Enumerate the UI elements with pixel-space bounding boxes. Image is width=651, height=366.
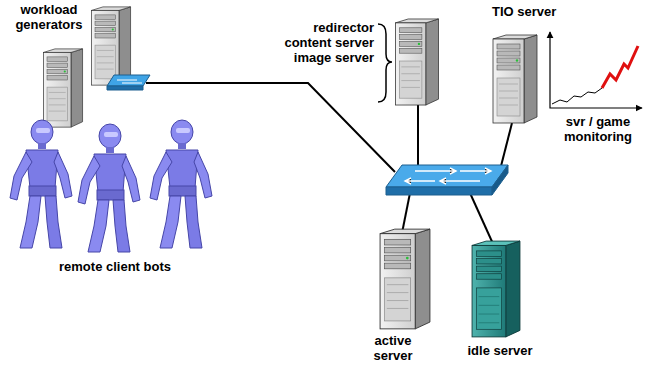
network-switch	[386, 165, 508, 195]
client-bot	[10, 120, 72, 248]
server-label: active server	[362, 333, 424, 363]
monitoring-chart	[550, 32, 642, 108]
server-tower	[91, 7, 130, 85]
server-label: redirector content server image server	[270, 20, 374, 65]
node-text: workload generators	[4, 2, 94, 32]
brace	[378, 24, 392, 102]
monitoring-chart	[602, 46, 638, 88]
server-tower	[472, 241, 520, 337]
server-label: TIO server	[492, 4, 556, 19]
server-label: workload generators	[4, 2, 94, 32]
network-switch	[107, 86, 143, 90]
node-text: redirector content server image server	[270, 20, 374, 65]
server-tower	[43, 49, 82, 127]
group-label: remote client bots	[59, 259, 171, 274]
network-switch	[492, 165, 508, 195]
server-tower	[395, 19, 438, 105]
network-wire	[402, 193, 410, 233]
node-text: TIO server	[492, 4, 556, 19]
network-wire	[500, 123, 512, 170]
chart-label: svr / game monitoring	[556, 114, 640, 144]
network-switch	[386, 187, 492, 195]
server-tower	[380, 229, 430, 329]
server-label: idle server	[467, 343, 532, 358]
network-wire	[470, 193, 494, 246]
node-text: active server	[362, 333, 424, 363]
monitoring-chart	[550, 32, 642, 108]
network-wire	[417, 104, 419, 170]
client-bot	[78, 124, 140, 252]
network-switch	[405, 168, 491, 184]
network-switch	[107, 75, 150, 90]
server-tower	[493, 35, 537, 123]
network-switch	[117, 80, 142, 83]
network-switch	[386, 165, 508, 187]
monitoring-chart	[552, 88, 602, 104]
node-text: idle server	[467, 343, 532, 358]
client-bot	[150, 120, 212, 248]
network-switch	[107, 75, 150, 86]
